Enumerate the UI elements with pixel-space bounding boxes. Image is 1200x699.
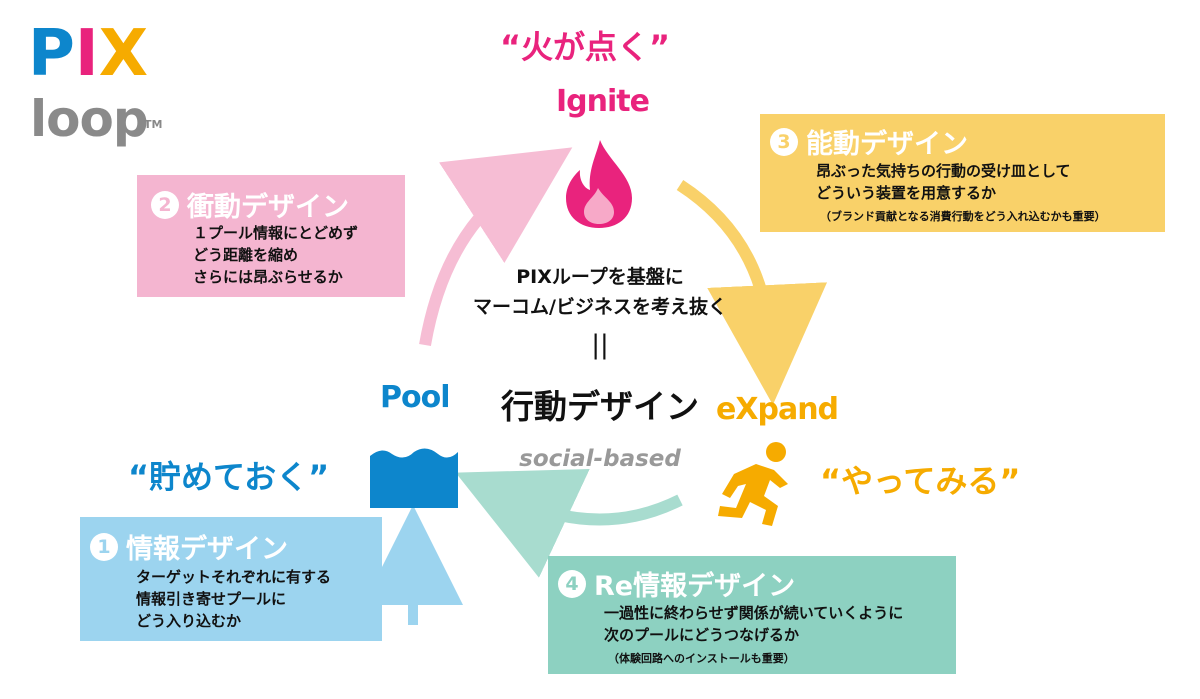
flame-icon — [566, 140, 632, 228]
box3-number: 3 — [770, 127, 798, 156]
active-design-box: 3 能動デザイン 昂ぶった気持ちの行動の受け皿として どういう装置を用意するか … — [760, 114, 1165, 232]
box3-note: （ブランド貢献となる消費行動をどう入れ込むかも重要） — [820, 210, 1106, 223]
box2-line: １プール情報にとどめず — [193, 224, 359, 242]
center-equals: || — [591, 330, 609, 360]
arrow-expand-to-pool — [455, 468, 683, 578]
pool-quote: “貯めておく” — [128, 458, 330, 496]
box4-line: 次のプールにどうつなげるか — [604, 626, 800, 644]
arrow-pool-to-ignite — [419, 147, 573, 347]
box4-number: 4 — [558, 569, 586, 598]
box2-line: どう距離を縮め — [193, 246, 299, 264]
arrow-ignite-to-expand — [676, 179, 828, 405]
box4-title: Re情報デザイン — [594, 571, 796, 602]
logo-loop: loop — [30, 90, 149, 148]
box3-line: 昂ぶった気持ちの行動の受け皿として — [816, 162, 1071, 180]
box2-title: 衝動デザイン — [187, 192, 349, 223]
center-line2: マーコム/ビジネスを考え抜く — [473, 296, 727, 318]
center-sub: social-based — [519, 446, 681, 472]
water-pool-icon — [370, 448, 458, 508]
center-line1: PIXループを基盤に — [516, 266, 684, 288]
expand-label: eXpand — [716, 392, 839, 427]
information-design-box: 1 情報デザイン ターゲットそれぞれに有する 情報引き寄せプールに どう入り込む… — [80, 517, 382, 641]
box1-line: どう入り込むか — [136, 612, 242, 630]
box4-line: 一過性に終わらせず関係が続いていくように — [604, 604, 904, 622]
box1-number: 1 — [90, 532, 118, 561]
expand-quote: “やってみる” — [820, 462, 1021, 500]
box2-line: さらには昂ぶらせるか — [193, 268, 343, 286]
re-information-design-box: 4 Re情報デザイン 一過性に終わらせず関係が続いていくように 次のプールにどう… — [548, 556, 956, 674]
box1-line: 情報引き寄せプールに — [136, 590, 287, 608]
box2-number: 2 — [151, 190, 179, 219]
pool-label: Pool — [380, 380, 450, 415]
box1-title: 情報デザイン — [126, 534, 288, 565]
box3-line: どういう装置を用意するか — [816, 184, 997, 202]
box3-title: 能動デザイン — [806, 129, 968, 160]
logo-tm: TM — [144, 118, 163, 131]
box4-note: （体験回路へのインストールも重要） — [608, 652, 795, 665]
running-person-icon — [718, 442, 788, 526]
ignite-label: Ignite — [556, 84, 650, 119]
impulse-design-box: 2 衝動デザイン １プール情報にとどめず どう距離を縮め さらには昂ぶらせるか — [137, 175, 405, 297]
center-main: 行動デザイン — [501, 387, 699, 426]
box1-line: ターゲットそれぞれに有する — [136, 568, 332, 586]
ignite-quote: “火が点く” — [500, 28, 671, 66]
